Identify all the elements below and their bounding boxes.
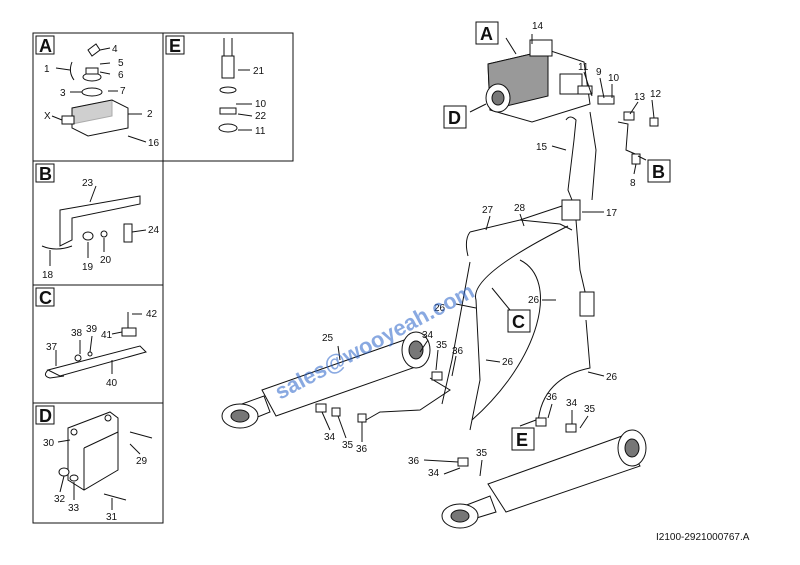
cylinder-lower (441, 429, 647, 529)
label-27: 27 (482, 205, 494, 216)
watermark: sales@wooyeah.com (271, 278, 479, 404)
label-39: 39 (86, 324, 98, 335)
label-35a: 35 (436, 340, 448, 351)
label-11: 11 (578, 62, 589, 73)
label-34d: 34 (428, 468, 440, 479)
panel-c-letter: C (39, 288, 52, 308)
label-36a: 36 (452, 346, 464, 357)
callout-b: B (647, 159, 671, 183)
label-36b: 36 (356, 444, 368, 455)
callout-e: E (511, 427, 535, 451)
drawing-code: I2100-2921000767.A (656, 532, 750, 543)
label-4: 4 (112, 44, 118, 55)
callout-d: D (443, 105, 467, 129)
pump-assembly (485, 39, 593, 123)
label-19: 19 (82, 262, 94, 273)
panel-a-letter: A (39, 36, 52, 56)
panel-b: B 23 24 18 19 20 (32, 160, 164, 286)
label-10: 10 (255, 99, 267, 110)
svg-text:E: E (516, 430, 528, 450)
panel-a: A 4 5 6 7 1 3 2 X 16 (32, 32, 164, 162)
panel-b-letter: B (39, 164, 52, 184)
label-34a: 34 (422, 330, 434, 341)
panel-e-letter: E (169, 36, 181, 56)
label-37: 37 (46, 342, 58, 353)
label-22: 22 (255, 111, 267, 122)
label-16: 16 (148, 138, 160, 149)
panel-e: E 21 10 22 11 (162, 32, 294, 162)
label-31: 31 (106, 512, 118, 523)
label-36c: 36 (546, 392, 558, 403)
label-11: 11 (255, 126, 266, 137)
label-12: 12 (650, 89, 662, 100)
label-8: 8 (630, 178, 636, 189)
label-26b: 26 (528, 295, 540, 306)
label-3: 3 (60, 88, 66, 99)
label-35b: 35 (342, 440, 354, 451)
label-35d: 35 (476, 448, 488, 459)
label-1: 1 (44, 64, 50, 75)
label-34c: 34 (566, 398, 578, 409)
label-40: 40 (106, 378, 118, 389)
svg-text:C: C (512, 312, 525, 332)
label-35c: 35 (584, 404, 596, 415)
label-32: 32 (54, 494, 66, 505)
label-2: 2 (147, 109, 153, 120)
label-30: 30 (43, 438, 55, 449)
label-6: 6 (118, 70, 124, 81)
label-26d: 26 (606, 372, 618, 383)
label-14: 14 (532, 21, 544, 32)
label-23: 23 (82, 178, 94, 189)
label-17: 17 (606, 208, 618, 219)
label-25: 25 (322, 333, 334, 344)
label-10: 10 (608, 73, 620, 84)
label-21: 21 (253, 66, 265, 77)
callout-a: A (475, 21, 499, 45)
panel-d-letter: D (39, 406, 52, 426)
callout-c: C (507, 309, 531, 333)
svg-text:B: B (652, 162, 665, 182)
label-20: 20 (100, 255, 112, 266)
label-41: 41 (101, 330, 113, 341)
svg-text:A: A (480, 24, 493, 44)
label-28: 28 (514, 203, 526, 214)
label-26a: 26 (434, 303, 446, 314)
label-34b: 34 (324, 432, 336, 443)
label-26c: 26 (502, 357, 514, 368)
label-36d: 36 (408, 456, 420, 467)
panel-c: C 42 38 39 41 37 40 (32, 284, 164, 404)
label-33: 33 (68, 503, 80, 514)
label-15: 15 (536, 142, 548, 153)
label-x: X (44, 111, 51, 122)
label-42: 42 (146, 309, 158, 320)
cylinder-upper (221, 331, 431, 429)
panel-d: D 30 29 32 33 31 (32, 402, 164, 524)
label-9: 9 (596, 67, 602, 78)
label-24: 24 (148, 225, 160, 236)
label-13: 13 (634, 92, 646, 103)
svg-text:D: D (448, 108, 461, 128)
label-5: 5 (118, 58, 124, 69)
label-29: 29 (136, 456, 148, 467)
label-18: 18 (42, 270, 54, 281)
label-38: 38 (71, 328, 83, 339)
label-7: 7 (120, 86, 126, 97)
